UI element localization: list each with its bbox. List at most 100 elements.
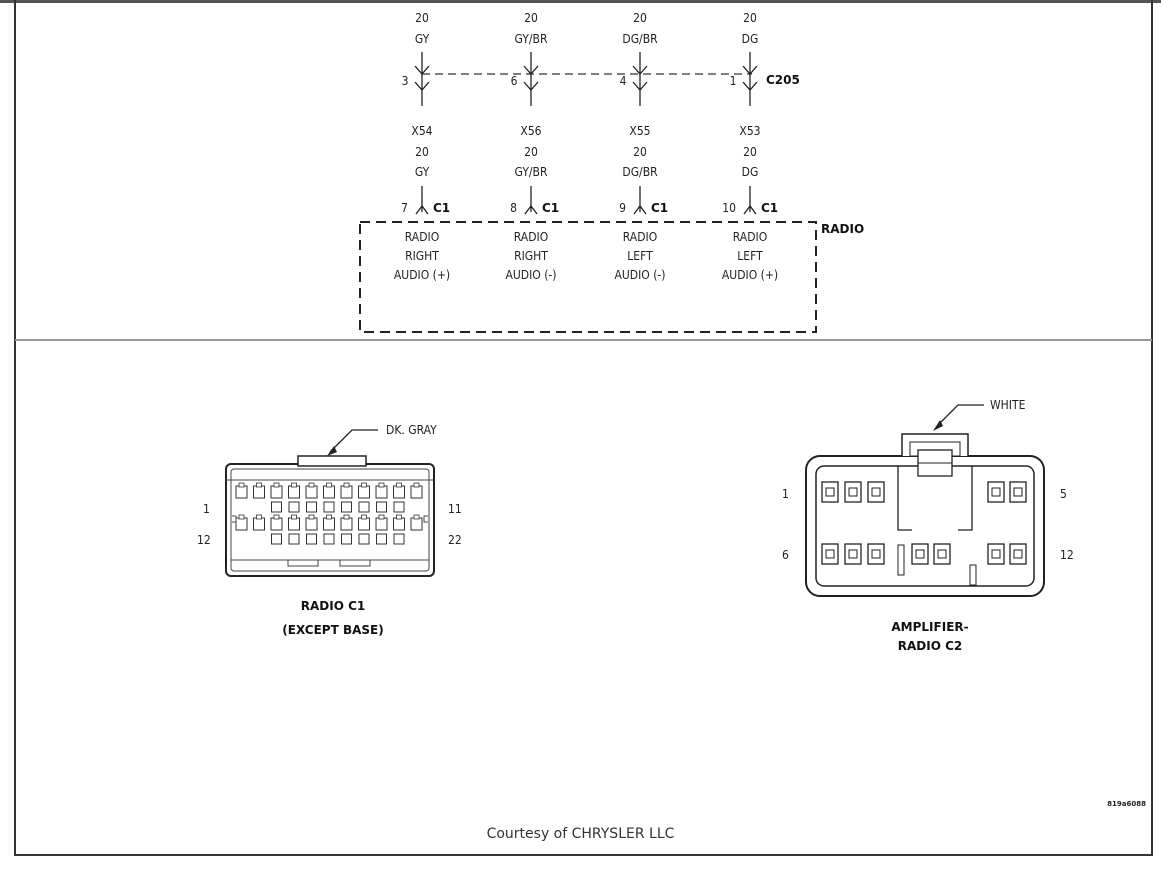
- c1-cavity: [410, 485, 423, 499]
- c1-cavity: [375, 517, 388, 531]
- c1-cavity-latch: [413, 514, 420, 520]
- c1-cavity: [235, 517, 248, 531]
- c205-female-chevron: [523, 81, 539, 91]
- c1-cavity-latch: [413, 482, 420, 488]
- c1-cavity: [375, 485, 388, 499]
- c1-cavity-lower: [306, 533, 317, 545]
- c1-cavity: [358, 517, 370, 531]
- c1-cavity-latch: [308, 482, 315, 488]
- c205-female-chevron: [632, 81, 648, 91]
- wire-circuit-id: X55: [629, 124, 650, 138]
- wire-gauge-bottom: 20: [743, 145, 757, 159]
- c2-cavity-terminal: [991, 549, 1001, 559]
- c1-cavity: [393, 517, 405, 531]
- wire-function-label: AUDIO (-): [505, 268, 556, 282]
- c2-cavity-terminal: [937, 549, 947, 559]
- c1-cavity-lower: [341, 533, 352, 545]
- c1-cavity-latch: [378, 482, 385, 488]
- c1-cavity-latch: [378, 514, 385, 520]
- c2-cavity-terminal: [825, 487, 835, 497]
- c205-female-chevron: [414, 81, 430, 91]
- c1-cavity-latch: [238, 514, 245, 520]
- c1-cavity: [270, 485, 283, 499]
- c2-cavity-terminal: [1013, 549, 1023, 559]
- c1-cavity-latch: [291, 514, 297, 520]
- c1-cavity-latch: [361, 514, 367, 520]
- c1-cavity-lower: [271, 501, 282, 513]
- c1-pin-1: 1: [203, 502, 210, 516]
- c1-cavity-lower: [306, 501, 317, 513]
- c2-cavity-terminal: [825, 549, 835, 559]
- c1-cavity-lower: [288, 533, 300, 545]
- c1-cavity-lower: [323, 501, 335, 513]
- c1-cavity-latch: [361, 482, 367, 488]
- amp-c2-title: AMPLIFIER-: [891, 620, 968, 634]
- c205-pin-number: 4: [620, 74, 627, 88]
- c205-male-chevron: [742, 65, 758, 75]
- wire-function-label: AUDIO (-): [614, 268, 665, 282]
- wire-gauge-bottom: 20: [524, 145, 538, 159]
- wire-gauge-bottom: 20: [633, 145, 647, 159]
- c205-pin-number: 1: [730, 74, 737, 88]
- amp-c2-connector: [805, 433, 1045, 597]
- c1-pin-number: 8: [510, 201, 517, 215]
- c2-pin-6: 6: [782, 548, 789, 562]
- c1-cavity-latch: [396, 482, 402, 488]
- wire-function-label: RIGHT: [514, 249, 548, 263]
- c1-cavity-latch: [273, 514, 280, 520]
- c205-male-chevron: [414, 65, 430, 75]
- wire-color-bottom: DG: [742, 165, 759, 179]
- radio-c1-connector: [225, 455, 435, 577]
- c2-cavity-terminal: [848, 487, 858, 497]
- dk-gray-label: DK. GRAY: [386, 423, 437, 437]
- top-border: [0, 0, 1161, 3]
- wire-color-top: DG/BR: [622, 32, 658, 46]
- c1-pin-number: 10: [722, 201, 736, 215]
- c1-cavity-lower: [393, 533, 405, 545]
- c1-cavity-latch: [256, 514, 262, 520]
- c2-pin-12: 12: [1060, 548, 1074, 562]
- dk-gray-arrowhead: [327, 446, 337, 456]
- c1-cavity-latch: [396, 514, 402, 520]
- c1-cavity-latch: [273, 482, 280, 488]
- c1-cavity: [305, 517, 318, 531]
- c2-cavity-terminal: [871, 487, 881, 497]
- wire-function-label: LEFT: [737, 249, 763, 263]
- wire-function-label: LEFT: [627, 249, 653, 263]
- c205-label: C205: [766, 73, 800, 87]
- c1-cavity-latch: [326, 514, 332, 520]
- radio-c1-subtitle: (EXCEPT BASE): [282, 623, 383, 637]
- c1-pin-number: 7: [401, 201, 408, 215]
- c1-pin-number: 9: [619, 201, 626, 215]
- c1-cavity: [323, 485, 335, 499]
- c2-cavity-terminal: [1013, 487, 1023, 497]
- wire-color-bottom: GY/BR: [515, 165, 548, 179]
- c1-connector-label: C1: [433, 201, 450, 215]
- wire-gauge-top: 20: [743, 11, 757, 25]
- c2-cavity-terminal: [848, 549, 858, 559]
- c205-male-chevron: [632, 65, 648, 75]
- wire-function-label: RADIO: [405, 230, 439, 244]
- wire-gauge-top: 20: [415, 11, 429, 25]
- c1-cavity-lower: [393, 501, 405, 513]
- c1-cavity: [288, 517, 300, 531]
- figure-code: 819a6088: [1107, 800, 1146, 808]
- c1-cavity-latch: [326, 482, 332, 488]
- c1-connector-label: C1: [651, 201, 668, 215]
- c1-terminal-mark: [633, 204, 647, 215]
- wire-color-top: GY: [415, 32, 430, 46]
- c1-connector-label: C1: [761, 201, 778, 215]
- wire-gauge-top: 20: [524, 11, 538, 25]
- dk-gray-leader: [329, 429, 378, 453]
- c1-cavity-latch: [238, 482, 245, 488]
- wire-color-bottom: DG/BR: [622, 165, 658, 179]
- c1-cavity-latch: [343, 514, 350, 520]
- wire-circuit-id: X53: [739, 124, 760, 138]
- c2-cavity-terminal: [991, 487, 1001, 497]
- c1-cavity: [253, 485, 265, 499]
- radio-c1-title: RADIO C1: [301, 599, 366, 613]
